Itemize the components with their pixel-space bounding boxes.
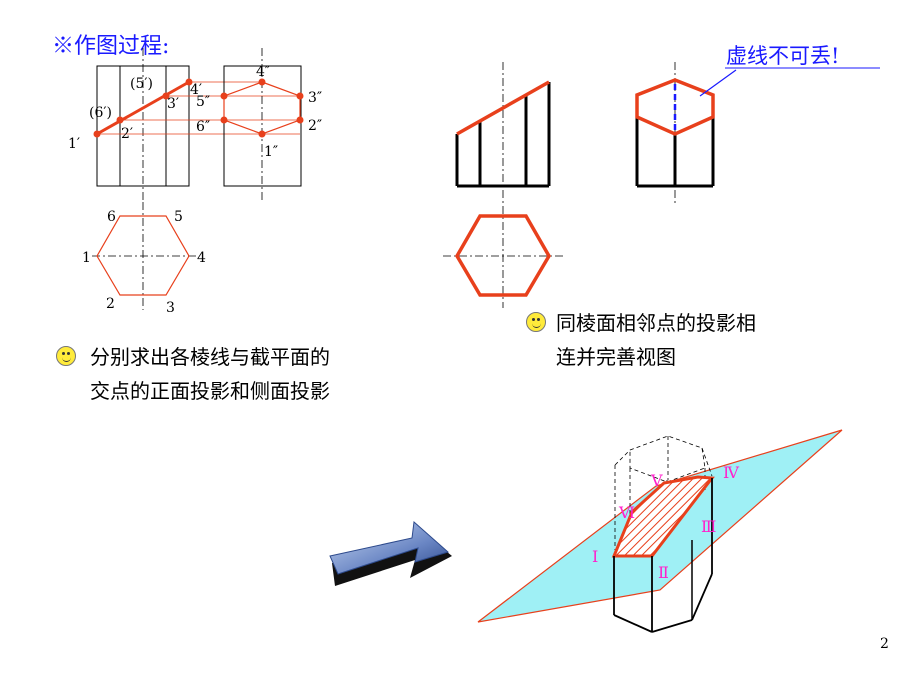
label-1-top: 1 bbox=[82, 250, 91, 266]
label-3-front: 3′ bbox=[167, 96, 179, 112]
label-I: Ⅰ bbox=[592, 547, 598, 566]
label-6-top: 6 bbox=[107, 209, 116, 225]
label-5-front: (5′) bbox=[130, 76, 153, 92]
label-3-top: 3 bbox=[166, 300, 175, 316]
smiley-icon bbox=[56, 346, 76, 366]
label-II: Ⅱ bbox=[658, 563, 669, 582]
label-VI: Ⅵ bbox=[618, 503, 635, 522]
label-1-front: 1′ bbox=[68, 136, 80, 152]
page-title: ※作图过程: bbox=[52, 34, 170, 59]
top-view-final bbox=[443, 206, 566, 308]
label-6-front: (6′) bbox=[89, 105, 112, 121]
bullet-left-line1: 分别求出各棱线与截平面的 bbox=[90, 345, 330, 369]
label-6-side: 6″ bbox=[196, 119, 210, 135]
label-5-top: 5 bbox=[174, 209, 183, 225]
bullet-left-line2: 交点的正面投影和侧面投影 bbox=[90, 379, 330, 403]
label-2-side: 2″ bbox=[308, 118, 322, 134]
side-view-construction: 4″ 3″ 2″ 1″ 5″ 6″ bbox=[196, 48, 322, 200]
bullet-right-line1: 同棱面相邻点的投影相 bbox=[556, 311, 756, 335]
smiley-icon bbox=[526, 312, 546, 332]
label-III: Ⅲ bbox=[701, 517, 716, 536]
front-view-construction: 1′ 2′ 3′ 4′ (5′) (6′) bbox=[68, 48, 300, 200]
label-4-top: 4 bbox=[197, 250, 206, 266]
side-view-final bbox=[635, 62, 880, 206]
top-view-construction: 1 2 3 4 5 6 bbox=[82, 202, 206, 316]
isometric-sketch: Ⅰ Ⅱ Ⅲ Ⅳ Ⅴ Ⅵ bbox=[477, 429, 843, 633]
label-2-top: 2 bbox=[106, 296, 115, 312]
label-4-front: 4′ bbox=[190, 82, 202, 98]
hidden-line-note: 虚线不可丢! bbox=[726, 44, 840, 68]
label-2-front: 2′ bbox=[121, 126, 133, 142]
bullet-right-line2: 连并完善视图 bbox=[556, 345, 676, 369]
bullet-right: 同棱面相邻点的投影相 连并完善视图 bbox=[556, 306, 756, 374]
label-IV: Ⅳ bbox=[723, 463, 740, 482]
direction-arrow bbox=[329, 520, 452, 586]
label-1-side: 1″ bbox=[264, 144, 278, 160]
page-number: 2 bbox=[880, 636, 889, 652]
front-section-line bbox=[96, 80, 190, 136]
label-4-side: 4″ bbox=[256, 64, 270, 80]
front-view-final bbox=[455, 62, 551, 206]
label-V: Ⅴ bbox=[650, 471, 663, 490]
bullet-left: 分别求出各棱线与截平面的 交点的正面投影和侧面投影 bbox=[90, 340, 330, 408]
label-5-side: 5″ bbox=[196, 94, 210, 110]
label-3-side: 3″ bbox=[308, 90, 322, 106]
